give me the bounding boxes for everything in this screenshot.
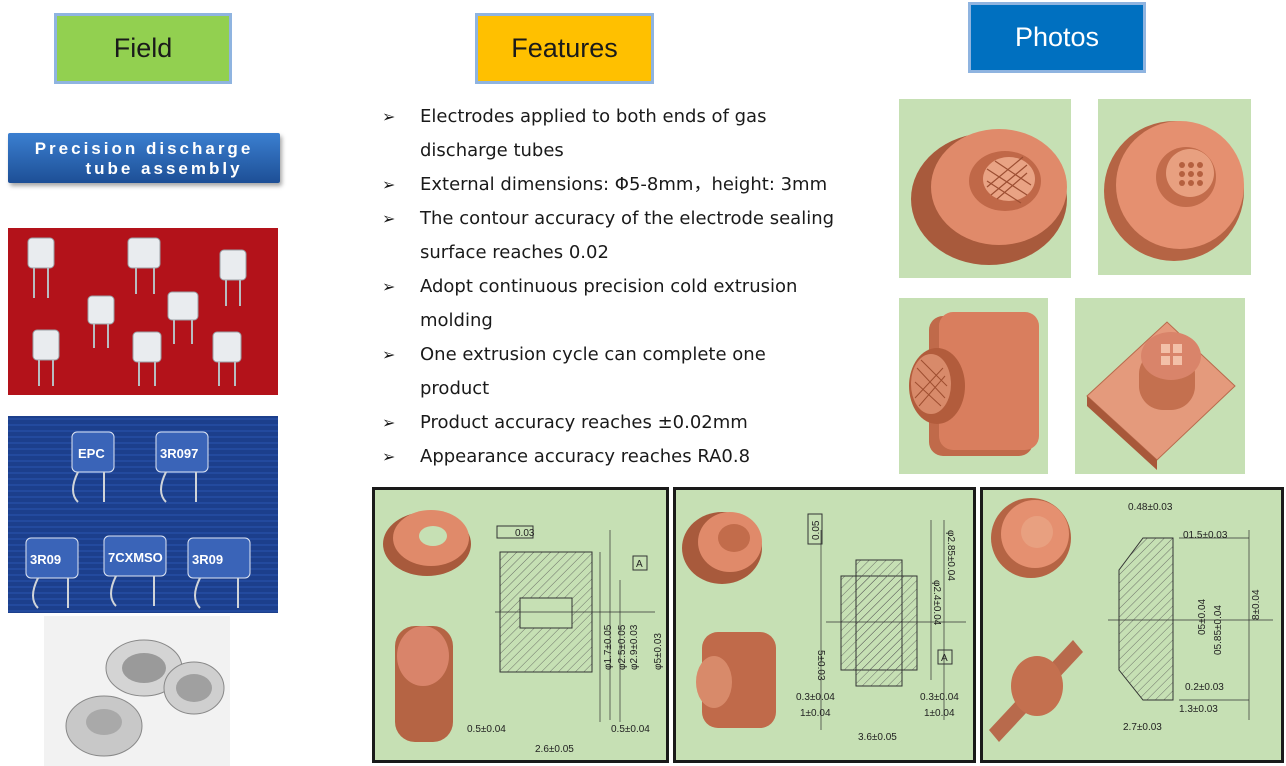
technical-drawing-1: 0.5±0.04 2.6±0.05 0.5±0.04 φ1.7±0.05 φ2.… [372,487,669,763]
drawing1-dim2: 2.6±0.05 [535,744,574,755]
drawing3-dim4: 05.85±0.04 [1213,605,1224,655]
tube-marking-1: EPC [78,446,105,461]
drawing2-dim2: φ2.4±0.04 [931,580,942,626]
drawing2-dim1: 5±0.03 [815,650,826,681]
drawing-2-illustration: 0.05 5±0.03 φ2.4±0.04 φ2.85±0.04 0.3±0.0… [682,512,966,743]
drawing3-dim7: 1.3±0.03 [1179,704,1218,715]
drawing1-dim7: φ5±0.03 [653,633,664,670]
drawing2-dim5: 1±0.04 [800,708,831,719]
technical-drawing-2: 0.05 5±0.03 φ2.4±0.04 φ2.85±0.04 0.3±0.0… [673,487,976,763]
arrow-bullet-icon: ➢ [382,107,396,126]
drawing2-dim3: φ2.85±0.04 [945,530,956,581]
feature-text-cont: product [420,378,490,399]
feature-text: Electrodes applied to both ends of gas [420,106,767,127]
drawing1-dim4: φ1.7±0.05 [603,624,614,670]
feature-item: ➢ Product accuracy reaches ±0.02mm [382,406,852,440]
feature-text: Appearance accuracy reaches RA0.8 [420,446,751,467]
arrow-bullet-icon: ➢ [382,277,396,296]
feature-item: ➢ Appearance accuracy reaches RA0.8 [382,440,852,474]
arrow-bullet-icon: ➢ [382,345,396,364]
feature-text: The contour accuracy of the electrode se… [420,208,835,229]
drawing2-dim7: 0.3±0.04 [920,692,959,703]
feature-text-cont: molding [420,310,493,331]
drawing1-dim3: 0.5±0.04 [611,724,650,735]
field-photo-tubes-red [8,228,278,395]
field-photo-tubes-blue: EPC 3R097 3R09 7CXM SO 3R09 [8,416,278,613]
field-photo-metal-electrodes [44,616,230,766]
feature-text-cont: discharge tubes [420,140,564,161]
technical-drawing-3: 0.48±0.03 01.5±0.03 05±0.04 05.85±0.04 8… [980,487,1284,763]
drawing3-dim3: 05±0.04 [1197,598,1208,635]
electrode-photo-1 [899,99,1071,278]
drawing3-dim5: 8±0.04 [1251,589,1262,620]
drawing1-dim6: φ2.9±0.03 [629,624,640,670]
feature-text-cont: surface reaches 0.02 [420,242,609,263]
feature-item: ➢ Electrodes applied to both ends of gas d… [382,100,852,168]
drawing3-dim6: 0.2±0.03 [1185,682,1224,693]
electrode-render-dots [1104,121,1244,261]
assembly-label: Precision discharge tube assembly [8,133,280,183]
tube-marking-5: SO [144,550,163,565]
arrow-bullet-icon: ➢ [382,175,396,194]
drawing2-datum: A [941,653,948,664]
drawing3-dim8: 2.7±0.03 [1123,722,1162,733]
electrode-render-square [909,312,1039,456]
drawing1-dim5: φ2.5±0.05 [617,624,628,670]
drawing1-dim1: 0.5±0.04 [467,724,506,735]
drawing2-tolerance: 0.05 [811,520,822,540]
feature-list: ➢ Electrodes applied to both ends of gas d… [382,100,852,474]
feature-item: ➢ Adopt continuous precision cold extrusi… [382,270,852,338]
drawing3-dim1: 0.48±0.03 [1128,502,1173,513]
drawing2-dim6: 3.6±0.05 [858,732,897,743]
field-header: Field [54,13,232,84]
assembly-label-line1: Precision discharge [34,139,254,158]
drawing-1-illustration: 0.5±0.04 2.6±0.05 0.5±0.04 φ1.7±0.05 φ2.… [383,510,664,755]
photos-header: Photos [968,2,1146,73]
drawing2-dim4: 0.3±0.04 [796,692,835,703]
electrode-photo-4 [1075,298,1245,474]
feature-text: One extrusion cycle can complete one [420,344,766,365]
features-header: Features [475,13,654,84]
field-header-label: Field [113,33,173,63]
tube-marking-6: 3R09 [192,552,223,567]
metal-electrodes-illustration [65,639,225,757]
feature-item: ➢ The contour accuracy of the electrode s… [382,202,852,270]
arrow-bullet-icon: ➢ [382,447,396,466]
drawing3-dim2: 01.5±0.03 [1183,530,1228,541]
arrow-bullet-icon: ➢ [382,413,396,432]
drawing-3-illustration: 0.48±0.03 01.5±0.03 05±0.04 05.85±0.04 8… [989,498,1273,742]
tube-marking-4: 7CXM [108,550,144,565]
tube-marking-2: 3R097 [160,446,198,461]
feature-item: ➢ One extrusion cycle can complete one pro… [382,338,852,406]
electrode-render-diamond [1086,321,1236,470]
feature-text: External dimensions: Φ5-8mm，height: 3mm [420,174,828,195]
drawing2-dim8: 1±0.04 [924,708,955,719]
assembly-label-line2: tube assembly [85,159,243,178]
photos-header-label: Photos [1014,22,1100,52]
feature-text: Product accuracy reaches ±0.02mm [420,412,748,433]
arrow-bullet-icon: ➢ [382,209,396,228]
features-header-label: Features [511,33,618,63]
drawing1-datum: A [636,559,643,570]
drawing1-tolerance: 0.03 [515,528,535,539]
tubes-blue-illustration: EPC 3R097 3R09 7CXM SO 3R09 [8,416,278,613]
tubes-red-illustration [27,237,247,386]
feature-text: Adopt continuous precision cold extrusio… [420,276,798,297]
electrode-photo-2 [1098,99,1251,275]
electrode-photo-3 [899,298,1048,474]
electrode-render-grid [911,129,1067,265]
tube-marking-3: 3R09 [30,552,61,567]
feature-item: ➢ External dimensions: Φ5-8mm，height: 3mm [382,168,852,202]
